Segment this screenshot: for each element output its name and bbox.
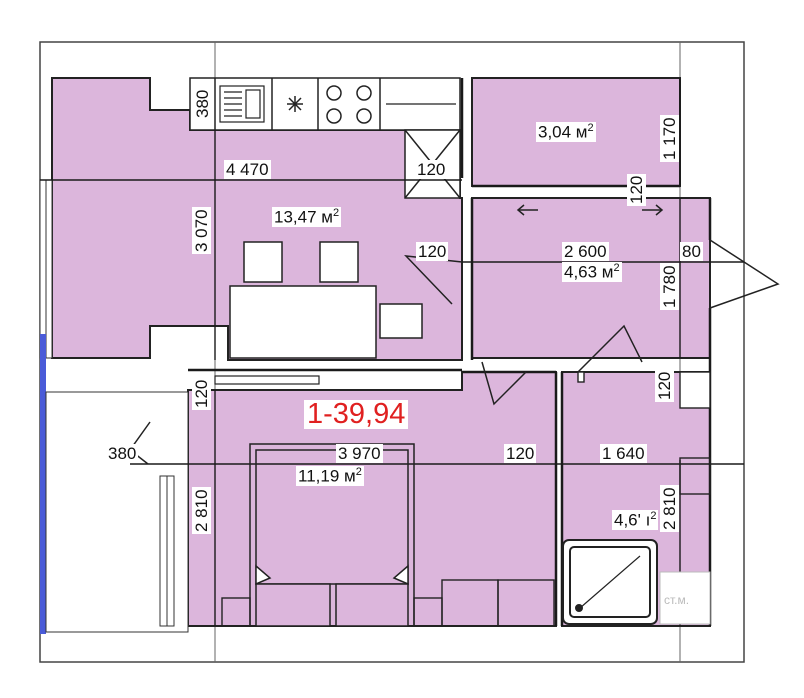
dining-set — [229, 241, 423, 359]
chair — [243, 241, 283, 283]
chair — [379, 303, 423, 339]
dim-120-vent: 120 — [415, 160, 448, 179]
balcony-window-blue — [40, 334, 46, 634]
chair — [319, 241, 359, 283]
dim-120-hall-left: 120 — [416, 242, 449, 261]
dining-table — [229, 285, 377, 359]
dim-120-bedroom-top: 120 — [192, 377, 211, 410]
hall-height-label: 1 780 — [660, 263, 679, 310]
bedroom-area-label: 11,19 м2 — [296, 466, 364, 486]
dim-80-entry: 80 — [680, 242, 703, 261]
kitchen-width-label: 4 470 — [224, 160, 271, 179]
bath-small-elements — [577, 371, 711, 495]
storage-area-label: 3,04 м2 — [536, 122, 596, 142]
radiator — [214, 375, 320, 385]
shower-tray — [562, 539, 658, 625]
dim-120-bed-bath: 120 — [504, 444, 537, 463]
washing-machine-area — [659, 571, 711, 625]
dim-120-storage: 120 — [627, 173, 646, 206]
bedroom-height-label: 2 810 — [192, 487, 211, 534]
sink-icon — [219, 85, 265, 123]
washing-machine-note: ст.м. — [664, 593, 690, 607]
apartment-label: 1-39,94 — [304, 400, 409, 429]
hall-area-label: 4,63 м2 — [562, 262, 622, 282]
cabinets — [221, 579, 555, 627]
dim-120-bath-top: 120 — [655, 369, 674, 402]
kitchen-living-area-label: 13,47 м2 — [272, 207, 342, 227]
hall-width-label: 2 600 — [562, 242, 609, 261]
bathroom-width-label: 1 640 — [600, 444, 647, 463]
stove-icon — [326, 85, 372, 124]
bathroom-height-label: 2 810 — [660, 485, 679, 532]
dim-380-left: 380 — [106, 444, 139, 463]
bed — [249, 443, 415, 627]
kitchen-height-label: 3 070 — [192, 207, 211, 254]
dim-380-top: 380 — [193, 87, 212, 120]
storage-height-label: 1 170 — [660, 115, 679, 162]
bedroom-width-label: 3 970 — [336, 444, 383, 463]
fan-icon — [287, 96, 303, 112]
bathroom-area-label: 4,6' ı2 — [612, 510, 659, 530]
